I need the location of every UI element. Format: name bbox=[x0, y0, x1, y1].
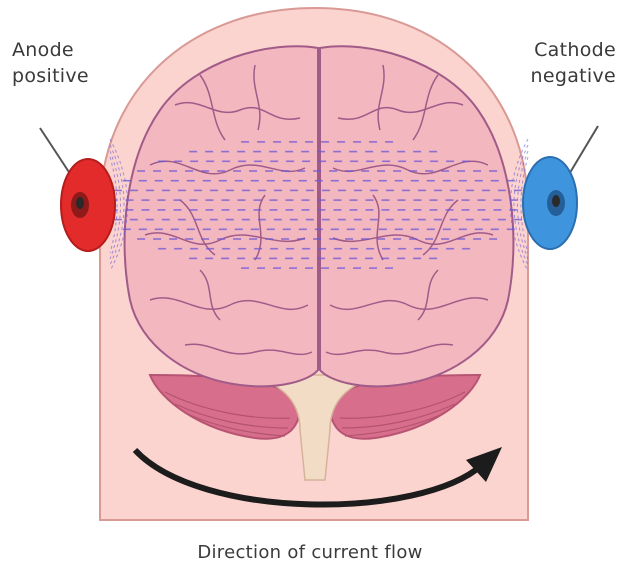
cathode-label-line1: Cathode bbox=[508, 38, 616, 64]
anode-label-line1: Anode bbox=[12, 38, 122, 64]
cathode-label: Cathode negative bbox=[508, 38, 616, 89]
cathode-electrode bbox=[523, 157, 577, 249]
anode-electrode bbox=[61, 159, 115, 251]
cathode-label-line2: negative bbox=[508, 64, 616, 90]
anode-label: Anode positive bbox=[12, 38, 122, 89]
anode-label-line2: positive bbox=[12, 64, 122, 90]
caption: Direction of current flow bbox=[0, 541, 620, 565]
